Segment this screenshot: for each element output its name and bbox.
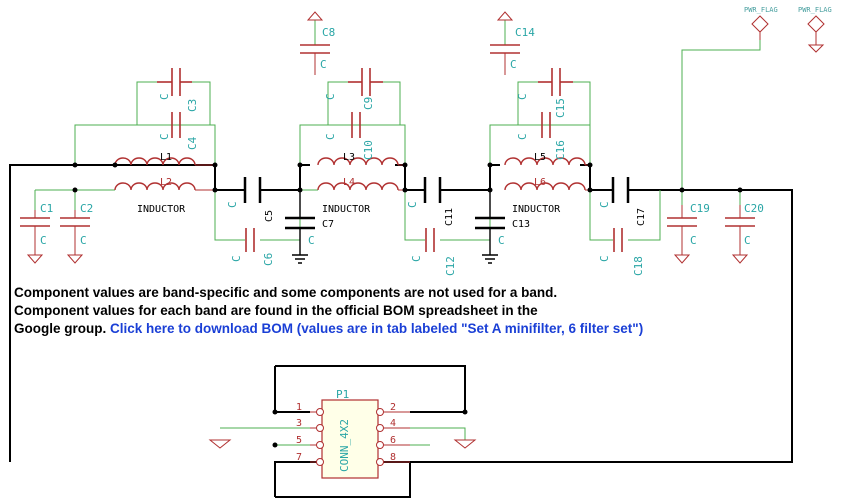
label-c19-value: C (690, 234, 697, 247)
label-c1-value: C (40, 234, 47, 247)
inductors (114, 157, 586, 191)
label-c19: C19 (690, 202, 710, 215)
capacitors (243, 177, 630, 230)
label-l1: L1 (160, 152, 172, 163)
junction-dots (72, 162, 743, 448)
bypass-capacitors (20, 44, 755, 252)
label-c7: C7 (322, 219, 334, 230)
label-c1: C1 (40, 202, 53, 215)
label-l4-type: INDUCTOR (322, 204, 371, 215)
download-bom-link[interactable]: Click here to download BOM (values are i… (110, 321, 644, 336)
inductor-l6 (504, 182, 586, 191)
label-c15: C15 (554, 98, 567, 118)
label-c14: C14 (515, 26, 535, 39)
note-line-2: Component values for each band are found… (14, 303, 538, 318)
label-c5: C5 (264, 210, 275, 222)
label-c17: C17 (636, 208, 647, 226)
power-flags (751, 15, 825, 53)
inductor-l5 (504, 157, 586, 166)
label-pin-5: 5 (296, 435, 302, 446)
note-line-1: Component values are band-specific and s… (14, 285, 558, 300)
label-c13-value: C (498, 234, 505, 247)
label-pin-8: 8 (390, 452, 396, 463)
capacitor-c5 (243, 177, 262, 203)
note-line-3-prefix: Google group. (14, 321, 107, 336)
label-l2: L2 (160, 177, 172, 188)
label-c16: C16 (554, 140, 567, 160)
label-c9: C9 (362, 97, 375, 110)
ground-symbols (26, 254, 749, 449)
label-l5: L5 (534, 152, 546, 163)
label-c2: C2 (80, 202, 93, 215)
label-pin-7: 7 (296, 452, 302, 463)
inductor-l2 (114, 182, 196, 191)
label-c10-value: C (324, 133, 337, 140)
label-c20: C20 (744, 202, 764, 215)
power-arrows (306, 11, 514, 21)
label-c5-value: C (226, 201, 239, 208)
label-c16-value: C (516, 133, 529, 140)
label-c18: C18 (632, 256, 645, 276)
component-labels: C1 C2 C C C C3 C C4 L1 L2 INDUCTOR C C5 … (40, 6, 832, 472)
label-l4: L4 (343, 177, 355, 188)
label-c15-value: C (516, 93, 529, 100)
label-p1: P1 (336, 388, 349, 401)
label-c6-value: C (230, 255, 243, 262)
label-c3: C3 (186, 99, 199, 112)
capacitor-c17 (611, 177, 630, 203)
label-c8-value: C (320, 58, 327, 71)
label-c4: C4 (186, 136, 199, 150)
label-c12: C12 (444, 256, 457, 276)
label-c10: C10 (362, 140, 375, 160)
label-pin-4: 4 (390, 418, 396, 429)
label-l6-type: INDUCTOR (512, 204, 561, 215)
label-conn: CONN_4X2 (338, 419, 351, 472)
label-c6: C6 (262, 253, 275, 266)
label-c12-value: C (410, 255, 423, 262)
inductor-l3 (317, 157, 399, 166)
label-pin-2: 2 (390, 402, 396, 413)
label-c11-value: C (406, 201, 419, 208)
label-c2-value: C (80, 234, 87, 247)
label-c18-value: C (598, 255, 611, 262)
label-l2-type: INDUCTOR (137, 204, 186, 215)
label-c8: C8 (322, 26, 335, 39)
note-line-3: Google group. Click here to download BOM… (14, 320, 643, 337)
label-c11: C11 (444, 208, 455, 226)
label-pin-3: 3 (296, 418, 302, 429)
label-c4-value: C (158, 133, 171, 140)
inductor-l4 (317, 182, 399, 191)
label-pin-1: 1 (296, 402, 302, 413)
label-c17-value: C (598, 201, 611, 208)
connector-p1 (310, 399, 410, 479)
label-c14-value: C (510, 58, 517, 71)
label-l6: L6 (534, 177, 546, 188)
ground-symbols-dark (292, 254, 498, 264)
label-c20-value: C (744, 234, 751, 247)
label-l3: L3 (343, 152, 355, 163)
capacitor-c11 (423, 177, 442, 203)
label-c3-value: C (158, 93, 171, 100)
label-c7-value: C (308, 234, 315, 247)
bypass-wires (34, 20, 761, 446)
label-pin-6: 6 (390, 435, 396, 446)
label-c9-value: C (324, 93, 337, 100)
label-c13: C13 (512, 219, 530, 230)
label-pwr-flag-2: PWR_FLAG (798, 6, 832, 14)
inductor-l1 (114, 157, 196, 166)
label-pwr-flag-1: PWR_FLAG (744, 6, 778, 14)
